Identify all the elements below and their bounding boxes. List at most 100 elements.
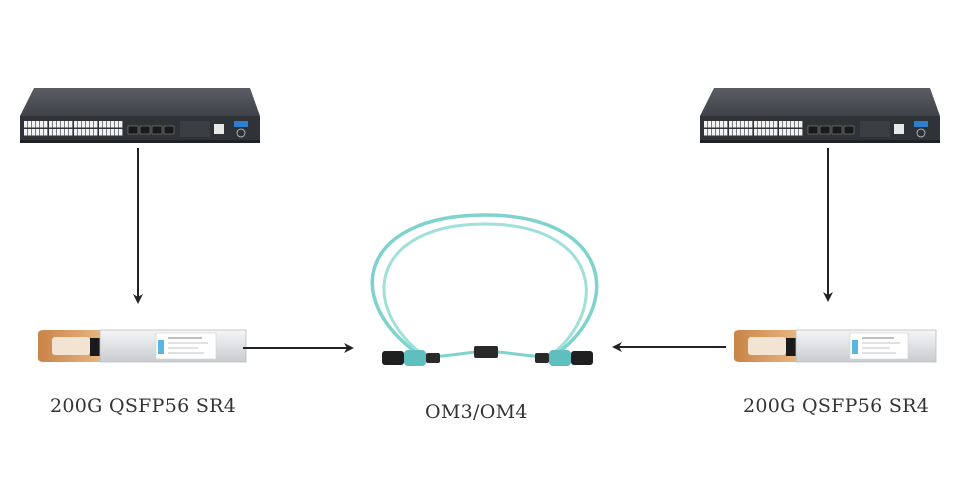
rj45-port [733,121,737,128]
rj45-port [107,129,111,136]
rj45-port [99,121,103,128]
rj45-port [737,129,741,136]
rj45-port [24,121,28,128]
rj45-port [53,129,57,136]
rj45-port [69,121,73,128]
rj45-port [24,129,28,136]
rj45-port [94,121,98,128]
rj45-port [53,121,57,128]
rj45-port [82,121,86,128]
left-switch-sfp-ports [127,125,175,135]
left-switch [20,88,260,143]
rj45-port [103,129,107,136]
rj45-port [724,121,728,128]
right-switch-ports [704,121,803,136]
rj45-port [745,129,749,136]
rj45-port [61,129,65,136]
rj45-port [774,129,778,136]
rj45-port [28,129,32,136]
rj45-port [799,129,803,136]
rj45-port [754,129,758,136]
rj45-port [787,121,791,128]
rj45-port [762,121,766,128]
rj45-port [94,129,98,136]
rj45-port [82,129,86,136]
rj45-port [86,121,90,128]
rj45-port [57,129,61,136]
rj45-port [90,129,94,136]
rj45-port [119,129,123,136]
rj45-port [65,129,69,136]
cable-splitter [474,346,498,358]
rj45-port [791,121,795,128]
rj45-port [78,129,82,136]
rj45-port [779,129,783,136]
rj45-port [28,121,32,128]
rj45-port [770,129,774,136]
rj45-port [729,121,733,128]
rj45-port [787,129,791,136]
rj45-port [795,121,799,128]
om3-om4-fiber-cable [370,213,599,366]
rj45-port [119,121,123,128]
rj45-port [704,129,708,136]
rj45-port [107,121,111,128]
rj45-port [61,121,65,128]
right-module-label: 200G QSFP56 SR4 [743,395,930,417]
rj45-port [754,121,758,128]
rj45-port [90,121,94,128]
rj45-port [720,121,724,128]
rj45-port [712,121,716,128]
rj45-port [733,129,737,136]
rj45-port [44,129,48,136]
rj45-port [724,129,728,136]
rj45-port [69,129,73,136]
rj45-port [745,121,749,128]
rj45-port [741,121,745,128]
rj45-port [799,121,803,128]
rj45-port [712,129,716,136]
rj45-port [708,129,712,136]
rj45-port [770,121,774,128]
rj45-port [766,121,770,128]
right-switch-leds [860,121,890,137]
rj45-port [40,121,44,128]
rj45-port [766,129,770,136]
rj45-port [111,129,115,136]
right-qsfp56-module [734,329,937,363]
left-switch-ports [24,121,123,136]
rj45-port [795,129,799,136]
rj45-port [716,121,720,128]
rj45-port [720,129,724,136]
left-switch-badge [234,121,248,127]
rj45-port [749,121,753,128]
rj45-port [32,121,36,128]
hp-logo-icon [236,128,246,138]
rj45-port [758,129,762,136]
rj45-port [111,121,115,128]
left-module-label: 200G QSFP56 SR4 [50,395,237,417]
rj45-port [783,121,787,128]
right-switch-badge [914,121,928,127]
rj45-port [704,121,708,128]
rj45-port [115,121,119,128]
rj45-port [762,129,766,136]
hp-logo-icon [916,128,926,138]
rj45-port [49,121,53,128]
right-mtp-connector [535,353,549,363]
rj45-port [716,129,720,136]
right-switch [700,88,940,143]
rj45-port [115,129,119,136]
rj45-port [791,129,795,136]
rj45-port [741,129,745,136]
rj45-port [74,121,78,128]
right-switch-console-port [894,124,904,134]
rj45-port [783,129,787,136]
rj45-port [86,129,90,136]
rj45-port [774,121,778,128]
rj45-port [103,121,107,128]
rj45-port [74,129,78,136]
rj45-port [99,129,103,136]
rj45-port [749,129,753,136]
rj45-port [729,129,733,136]
